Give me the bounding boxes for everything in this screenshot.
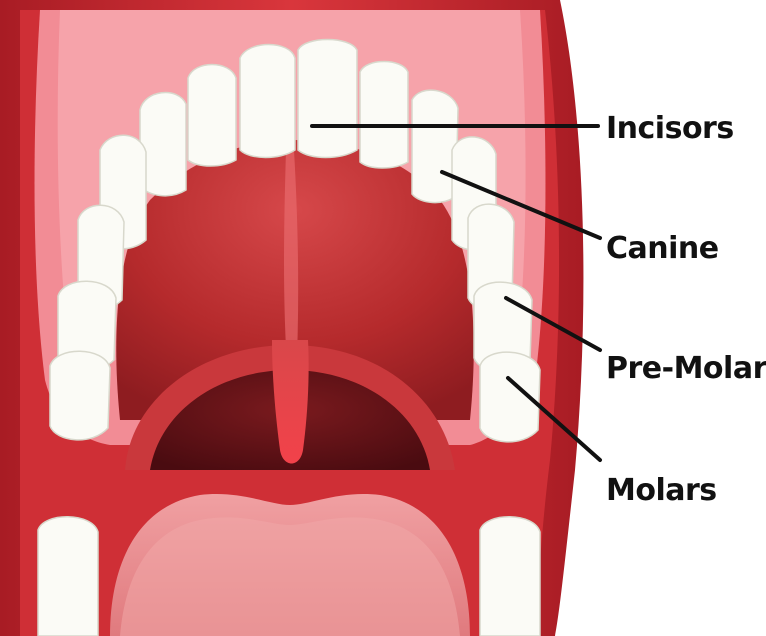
molars-label: Molars bbox=[606, 473, 717, 508]
tooth-labels: Incisors Canine Pre-Molars Molars bbox=[606, 111, 766, 508]
canine-tooth bbox=[140, 93, 186, 196]
canine-label: Canine bbox=[606, 231, 719, 266]
incisor-tooth bbox=[240, 45, 295, 158]
incisor-tooth bbox=[188, 65, 236, 167]
premolars-label: Pre-Molars bbox=[606, 351, 766, 386]
incisor-tooth bbox=[360, 62, 408, 169]
incisors-label: Incisors bbox=[606, 111, 734, 146]
canine-tooth bbox=[412, 90, 458, 202]
incisor-tooth bbox=[298, 40, 357, 158]
tongue bbox=[110, 494, 470, 636]
lower-molar-tooth bbox=[38, 517, 98, 636]
lower-molar-tooth bbox=[480, 517, 540, 636]
molar-tooth bbox=[50, 351, 110, 440]
